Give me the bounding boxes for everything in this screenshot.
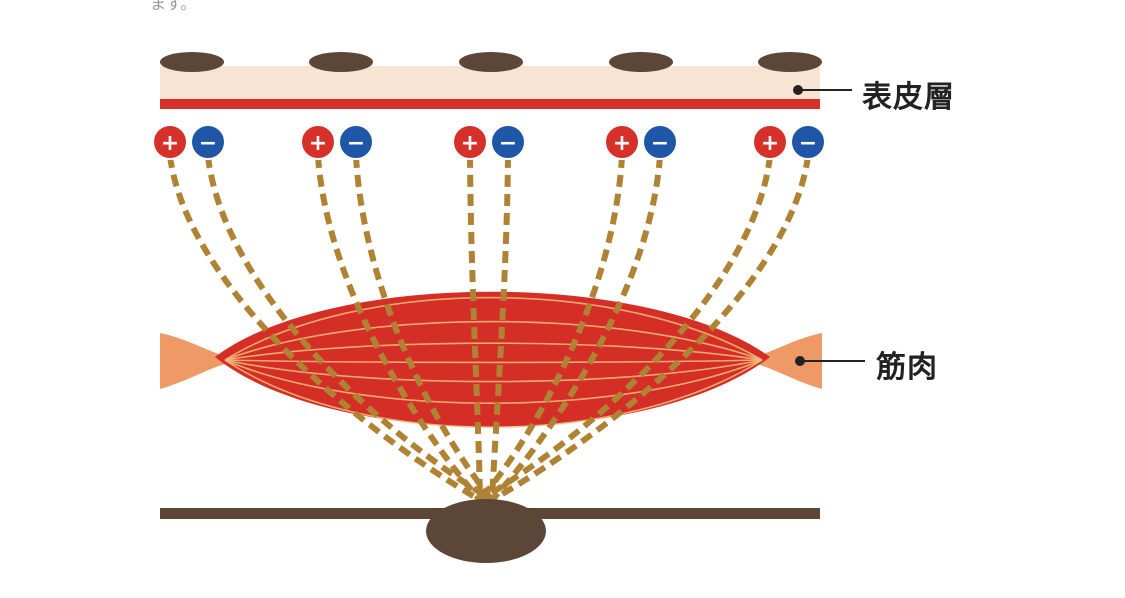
muscle bbox=[160, 291, 822, 428]
plus-sign: + bbox=[461, 131, 479, 156]
minus-sign: − bbox=[347, 131, 365, 156]
electrode-minus-4: − bbox=[642, 124, 678, 160]
nerve-paths-front bbox=[167, 155, 811, 503]
nerve-path-1-plus bbox=[167, 155, 482, 503]
muscle-fiber-7 bbox=[224, 359, 763, 428]
plus-sign: + bbox=[309, 131, 327, 156]
minus-sign: − bbox=[651, 131, 669, 156]
muscle-fiber-4 bbox=[224, 359, 763, 364]
nerve-path-3-plus bbox=[467, 155, 483, 501]
skin-red-line bbox=[160, 99, 820, 109]
skin-pores bbox=[160, 52, 822, 72]
nerve-path-1-minus bbox=[205, 155, 494, 503]
minus-sign: − bbox=[499, 131, 517, 156]
muscle-fibers bbox=[224, 296, 763, 428]
electrodes: +−+−+−+−+− bbox=[152, 124, 826, 160]
plus-sign: + bbox=[761, 131, 779, 156]
muscle-fiber-6 bbox=[224, 359, 763, 404]
electrode-plus-5: + bbox=[752, 124, 788, 160]
plus-sign: + bbox=[613, 131, 631, 156]
muscle-fiber-5 bbox=[224, 359, 763, 383]
electrode-minus-1: − bbox=[190, 124, 226, 160]
nerve-path-5-plus bbox=[478, 155, 773, 503]
electrode-minus-2: − bbox=[338, 124, 374, 160]
nerve-node bbox=[426, 499, 546, 563]
nerve-path-4-plus bbox=[477, 155, 625, 502]
leader-dot-muscle bbox=[795, 356, 805, 366]
pore-1 bbox=[160, 52, 224, 72]
pore-3 bbox=[459, 52, 523, 72]
tendon-left bbox=[160, 333, 225, 389]
electrode-plus-3: + bbox=[452, 124, 488, 160]
nerve-path-2-minus bbox=[353, 155, 495, 502]
muscle-belly bbox=[215, 291, 770, 427]
electrode-plus-4: + bbox=[604, 124, 640, 160]
leader-dot-epidermis bbox=[793, 85, 803, 95]
pore-5 bbox=[758, 52, 822, 72]
label-epidermis: 表皮層 bbox=[862, 80, 955, 115]
electrode-plus-1: + bbox=[152, 124, 188, 160]
top-text-fragment: ます。 bbox=[150, 0, 197, 13]
electrode-minus-3: − bbox=[490, 124, 526, 160]
nerve-path-3-minus bbox=[489, 155, 511, 501]
tendon-right bbox=[757, 333, 822, 389]
nerve-path-2-plus bbox=[315, 155, 483, 502]
electrode-plus-2: + bbox=[300, 124, 336, 160]
minus-sign: − bbox=[799, 131, 817, 156]
plus-sign: + bbox=[161, 131, 179, 156]
muscle-fiber-1 bbox=[224, 296, 763, 361]
electrode-minus-5: − bbox=[790, 124, 826, 160]
pore-2 bbox=[309, 52, 373, 72]
nerve-path-4-minus bbox=[489, 155, 663, 503]
minus-sign: − bbox=[199, 131, 217, 156]
label-muscle: 筋肉 bbox=[876, 350, 938, 385]
pore-4 bbox=[609, 52, 673, 72]
